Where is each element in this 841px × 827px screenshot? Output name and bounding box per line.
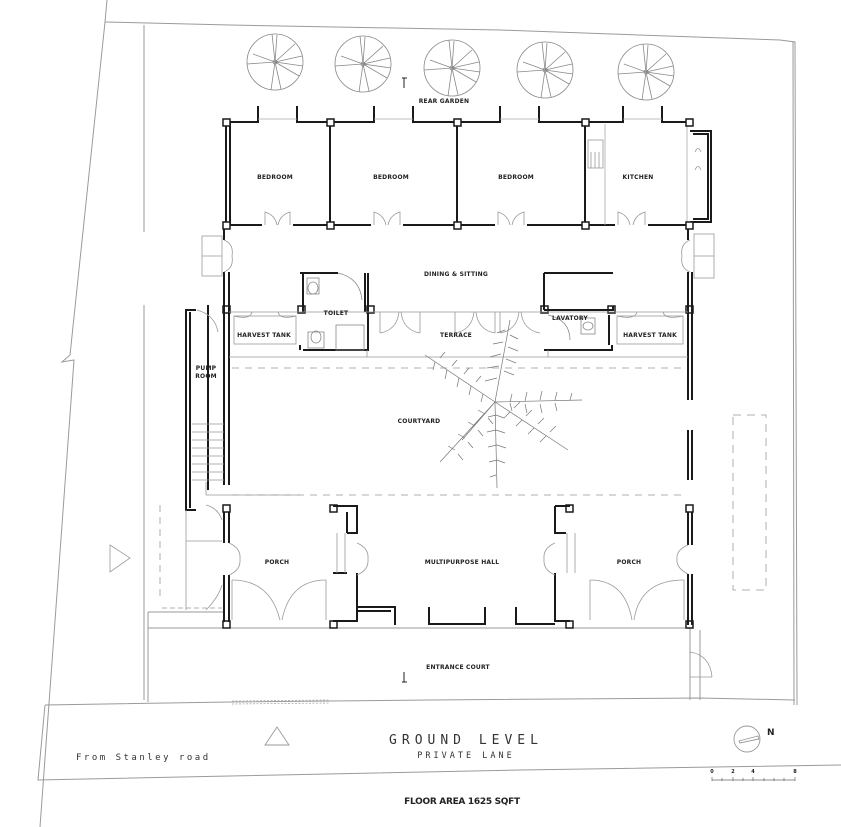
label-terrace: TERRACE [440, 332, 472, 339]
entry-arrow-icon [109, 544, 131, 573]
side-path [109, 505, 222, 610]
approach-note: From Stanley road [76, 753, 211, 763]
drawing-title: GROUND LEVEL [389, 733, 543, 748]
north-arrow-icon [733, 725, 761, 753]
label-toilet: TOILET [323, 310, 349, 317]
washbasin-icon [582, 321, 594, 331]
toilet-lavatory-walls [299, 272, 614, 351]
label-bedroom-3: BEDROOM [498, 174, 534, 181]
tree-icon [334, 35, 392, 93]
section-mark-icon [402, 672, 407, 683]
tree-icon [423, 39, 481, 97]
scale-label-8: 8 [793, 769, 797, 775]
toilet-bowl-icon [307, 281, 319, 295]
outer-side-walls [223, 229, 693, 625]
front-doors [205, 504, 713, 678]
car-parking-outline [732, 414, 767, 591]
label-kitchen: KITCHEN [622, 174, 654, 181]
pump-room-walls [185, 305, 209, 511]
palm-tree-icon [424, 319, 583, 489]
side-entry-steps [201, 233, 715, 279]
label-multipurpose-hall: MULTIPURPOSE HALL [424, 559, 500, 566]
entrance-gate [231, 699, 331, 705]
rear-windows [258, 118, 688, 225]
courtyard-edge [232, 367, 686, 496]
drawing-subtitle: PRIVATE LANE [417, 751, 515, 761]
site-boundary [37, 0, 841, 827]
lane-arrow-icon [264, 726, 290, 746]
front-block-walls [223, 505, 570, 625]
scale-bar [711, 777, 796, 781]
floor-area: FLOOR AREA 1625 SQFT [404, 797, 520, 807]
stair [192, 309, 300, 496]
label-porch-left: PORCH [264, 559, 290, 566]
label-harvest-tank-right: HARVEST TANK [623, 332, 677, 339]
scale-label-2: 2 [731, 769, 735, 775]
label-dining-sitting: DINING & SITTING [423, 271, 489, 278]
section-mark-icon [402, 77, 407, 88]
toilet-fixtures [306, 272, 596, 351]
label-pump-room-1: PUMP [195, 365, 217, 372]
tree-icon [246, 33, 304, 91]
scale-label-0: 0 [710, 769, 714, 775]
north-label: N [767, 728, 775, 738]
label-bedroom-1: BEDROOM [257, 174, 293, 181]
bedroom-block-walls [225, 106, 712, 226]
scale-label-4: 4 [751, 769, 755, 775]
terrace-lines [229, 311, 688, 358]
tree-icon [617, 43, 675, 101]
label-bedroom-2: BEDROOM [373, 174, 409, 181]
label-courtyard: COURTYARD [397, 418, 441, 425]
bedroom-doors [264, 139, 702, 226]
label-harvest-tank-left: HARVEST TANK [237, 332, 291, 339]
rear-garden-trees [246, 33, 675, 101]
tree-icon [516, 41, 574, 99]
label-rear-garden: REAR GARDEN [418, 98, 470, 105]
label-entrance-court: ENTRANCE COURT [426, 664, 490, 671]
label-porch-right: PORCH [616, 559, 642, 566]
label-lavatory: LAVATORY [552, 315, 588, 322]
label-pump-room-2: ROOM [195, 373, 217, 380]
